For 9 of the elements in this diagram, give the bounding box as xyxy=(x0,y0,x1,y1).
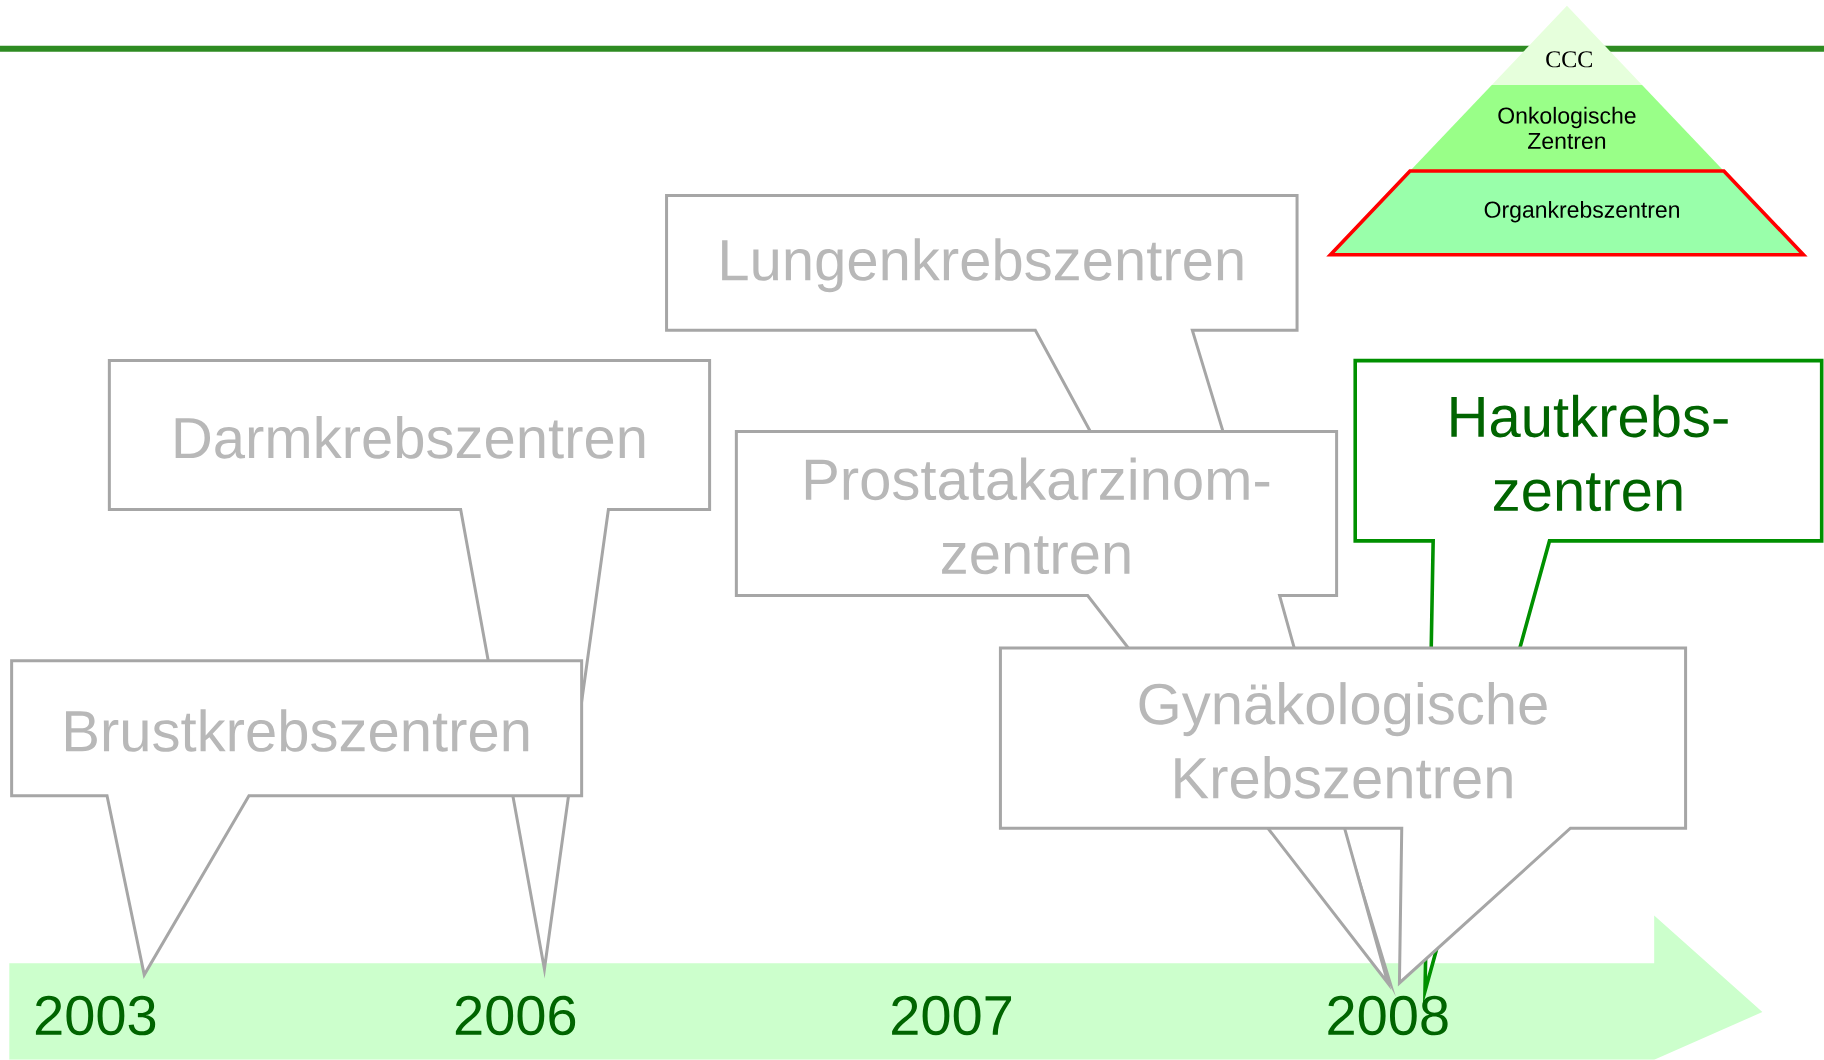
year-label: 2007 xyxy=(892,995,1011,1036)
year-label: 2008 xyxy=(1328,995,1448,1036)
pyramid-level: Onkologische Zentren xyxy=(1410,85,1724,172)
callout-box: Gynäkologische Krebszentren xyxy=(998,646,1688,987)
callout-box: Brustkrebszentren xyxy=(10,659,584,980)
year-label: 2006 xyxy=(455,995,576,1036)
year-label: 2003 xyxy=(35,995,156,1036)
node-label: Hautkrebs- zentren xyxy=(1451,394,1728,512)
pyramid-level: CCC xyxy=(1491,5,1643,86)
